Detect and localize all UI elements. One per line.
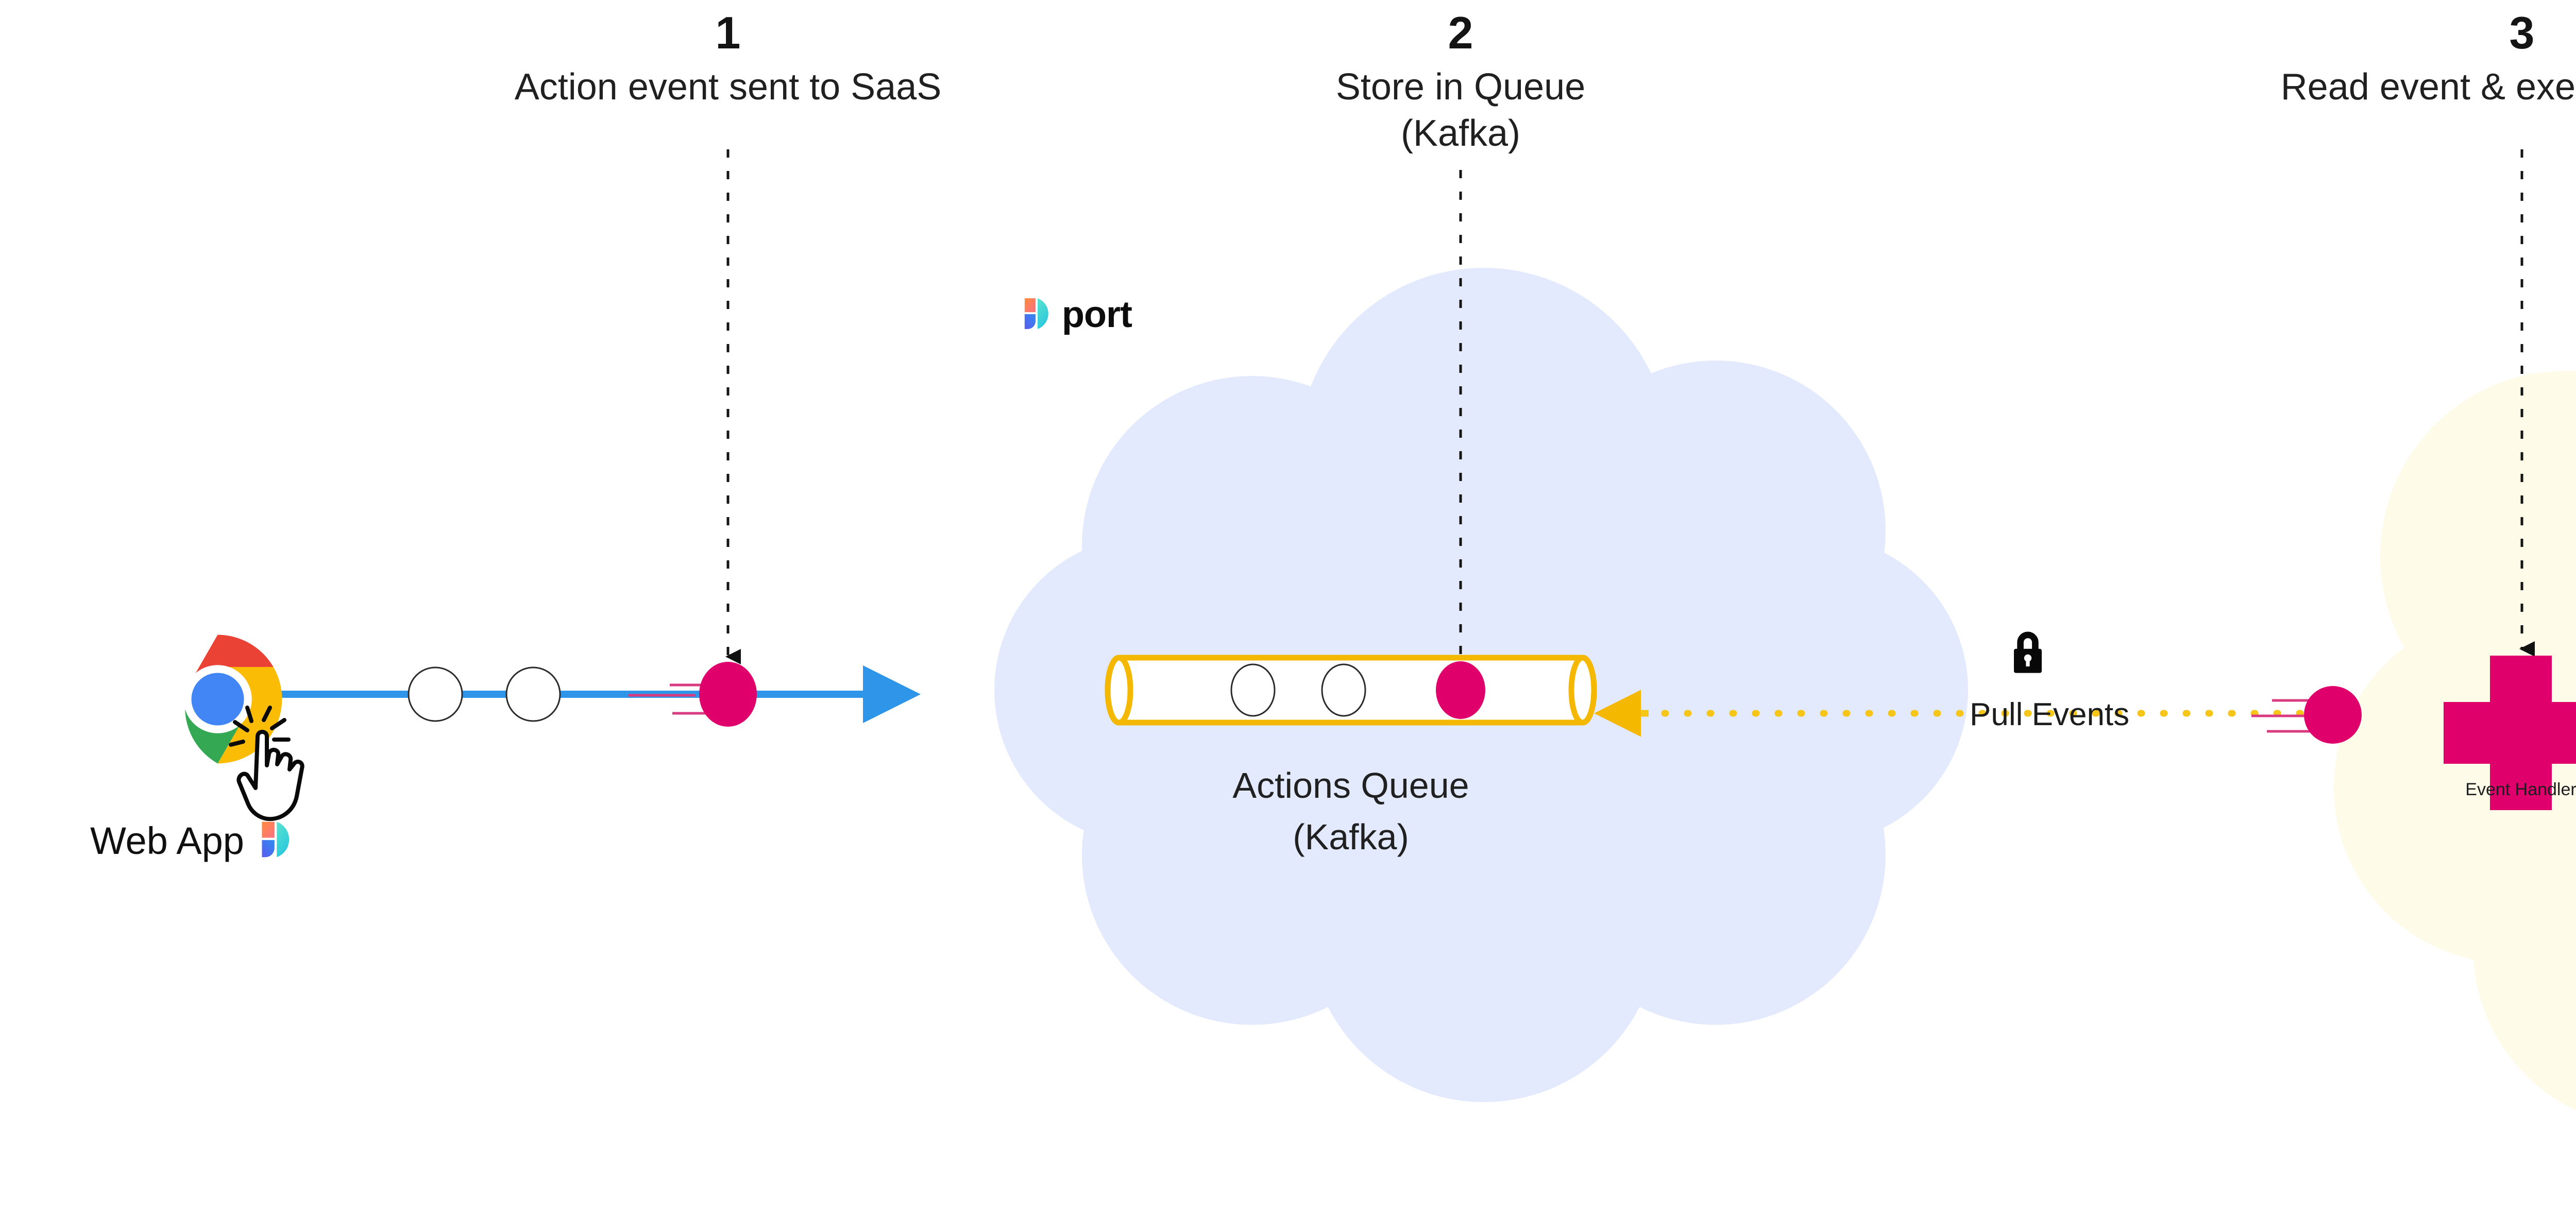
step-3-label: Read event & execute runner bbox=[2280, 66, 2576, 108]
event-handler-caption: Event Handler bbox=[2465, 780, 2576, 799]
actions-queue-cylinder bbox=[1105, 655, 1597, 726]
hand-click-cursor-icon bbox=[227, 706, 330, 824]
step-2-number: 2 bbox=[1448, 7, 1473, 58]
event-handler-cross bbox=[2444, 656, 2576, 810]
step-1-number: 1 bbox=[715, 7, 741, 58]
web-app-label-row: Web App bbox=[90, 819, 292, 863]
event-dot-speed-lines-left bbox=[629, 683, 706, 715]
port-brand-logo: port bbox=[1023, 294, 1132, 336]
webapp-to-saas-arrow bbox=[268, 665, 921, 723]
step-3-number: 3 bbox=[2509, 7, 2535, 58]
port-logo-icon bbox=[1023, 296, 1050, 334]
pull-events-label: Pull Events bbox=[1970, 697, 2130, 732]
lock-icon bbox=[2009, 629, 2046, 676]
step-1-label: Action event sent to SaaS bbox=[514, 66, 942, 108]
queue-caption-line1: Actions Queue bbox=[1232, 765, 1469, 805]
web-app-label: Web App bbox=[90, 819, 244, 862]
step-2-label-line1: Store in Queue bbox=[1335, 66, 1586, 108]
event-dot-outbound bbox=[699, 662, 757, 727]
queue-slot-empty-1 bbox=[1230, 663, 1276, 717]
step-2-label-line2: (Kafka) bbox=[1400, 113, 1521, 154]
queue-caption-line2: (Kafka) bbox=[1293, 817, 1409, 857]
port-logo-icon bbox=[260, 819, 292, 862]
queue-slot-empty-2 bbox=[1321, 663, 1366, 717]
queue-slot-filled bbox=[1436, 661, 1485, 719]
port-wordmark: port bbox=[1062, 294, 1132, 335]
event-dot-inbound bbox=[2304, 686, 2362, 744]
